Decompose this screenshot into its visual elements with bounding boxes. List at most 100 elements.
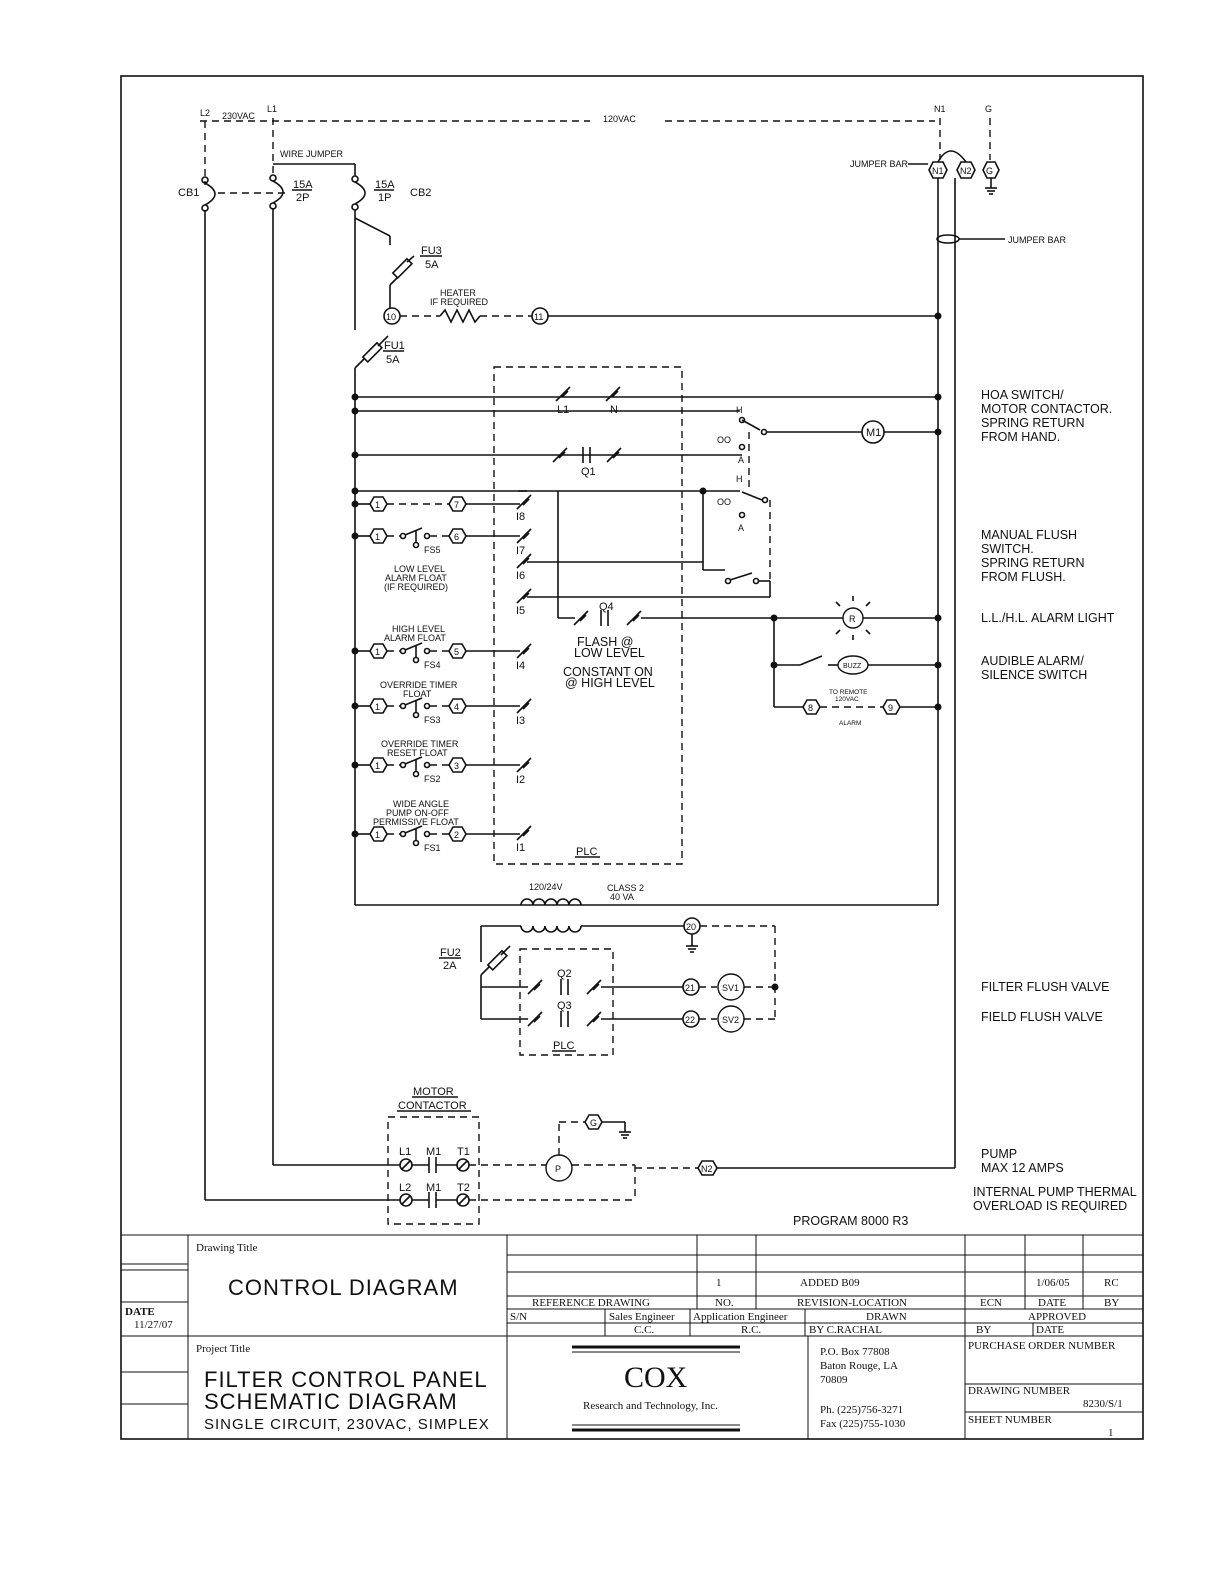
fu3-label: FU3 bbox=[421, 245, 442, 257]
plc-circuit: FU1 5A PLC L1 N H M1 OO A bbox=[351, 335, 942, 906]
drawing-number-label: DRAWING NUMBER bbox=[968, 1385, 1071, 1397]
sheet-number: 1 bbox=[1108, 1427, 1114, 1439]
mc-m1b-label: M1 bbox=[426, 1182, 441, 1194]
transformer-primary bbox=[520, 898, 582, 906]
pump-motor-label: P bbox=[555, 1164, 561, 1174]
supply-section: L2 230VAC L1 120VAC N1 G WIRE JUMPER CB1… bbox=[178, 104, 1067, 1200]
fu2-label: FU2 bbox=[440, 947, 461, 959]
project-line-2: SCHEMATIC DIAGRAM bbox=[204, 1389, 458, 1414]
terminal-20-label: 20 bbox=[686, 922, 696, 932]
ground-terminal bbox=[982, 161, 1000, 179]
po-label: PURCHASE ORDER NUMBER bbox=[968, 1340, 1116, 1352]
terminal-1-a-label: 1 bbox=[375, 500, 380, 510]
n1-terminal bbox=[928, 161, 948, 179]
approved-label: APPROVED bbox=[1028, 1311, 1086, 1323]
input-i1: I1 bbox=[516, 842, 525, 854]
q4-label: Q4 bbox=[599, 601, 614, 613]
plc-n-label: N bbox=[610, 404, 618, 416]
note-overload-1: INTERNAL PUMP THERMAL bbox=[973, 1185, 1137, 1199]
date-label: DATE bbox=[125, 1306, 155, 1318]
fs5-label: FS5 bbox=[424, 545, 441, 555]
project-line-3: SINGLE CIRCUIT, 230VAC, SIMPLEX bbox=[204, 1416, 490, 1433]
q2-label: Q2 bbox=[557, 968, 572, 980]
fs2-desc-1: OVERRIDE TIMER bbox=[381, 739, 459, 749]
transformer-secondary bbox=[520, 925, 582, 933]
flash-label-1: FLASH @ bbox=[577, 635, 633, 649]
note-manual-1: MANUAL FLUSH bbox=[981, 528, 1077, 542]
cb2-poles: 1P bbox=[378, 192, 391, 204]
n2-pump-label: N2 bbox=[701, 1164, 713, 1174]
terminal-4-label: 4 bbox=[454, 702, 459, 712]
ground-terminal-label: G bbox=[986, 166, 993, 176]
address-3: 70809 bbox=[820, 1374, 848, 1386]
sales-engineer-label: Sales Engineer bbox=[609, 1311, 675, 1323]
hoa-oo1: OO bbox=[717, 435, 731, 445]
drawing-border bbox=[120, 75, 1144, 1440]
phone: Ph. (225)756-3271 bbox=[820, 1404, 903, 1416]
app-engineer-label: Application Engineer bbox=[693, 1311, 788, 1323]
hdr-no: NO. bbox=[715, 1297, 734, 1309]
terminal-1-b-label: 1 bbox=[375, 532, 380, 542]
alarm-light-label: R bbox=[849, 614, 856, 624]
terminal-1-d-label: 1 bbox=[375, 702, 380, 712]
approved-by: BY bbox=[976, 1324, 991, 1336]
m1-coil-label: M1 bbox=[866, 427, 881, 439]
sv2-label: SV2 bbox=[722, 1015, 739, 1025]
app-engineer-value: R.C. bbox=[741, 1324, 761, 1336]
notes: HOA SWITCH/ MOTOR CONTACTOR. SPRING RETU… bbox=[793, 388, 1137, 1228]
mc-t1-label: T1 bbox=[457, 1146, 470, 1158]
motor-title-2: CONTACTOR bbox=[398, 1100, 467, 1112]
n2-terminal bbox=[956, 161, 976, 179]
terminal-6-label: 6 bbox=[454, 532, 459, 542]
sn-label: S/N bbox=[510, 1311, 527, 1323]
l2-label: L2 bbox=[200, 108, 210, 118]
note-overload-2: OVERLOAD IS REQUIRED bbox=[973, 1199, 1127, 1213]
sv1-label: SV1 bbox=[722, 983, 739, 993]
jumper-bar-label: JUMPER BAR bbox=[850, 159, 909, 169]
cb1-label: CB1 bbox=[178, 187, 199, 199]
transformer-ratio: 120/24V bbox=[529, 882, 563, 892]
terminal-2-label: 2 bbox=[454, 830, 459, 840]
cb2-label: CB2 bbox=[410, 187, 431, 199]
hoa-oo2: OO bbox=[717, 497, 731, 507]
drawing-title: CONTROL DIAGRAM bbox=[228, 1275, 459, 1300]
drawn-label: DRAWN bbox=[866, 1311, 907, 1323]
company-logo: COX bbox=[624, 1361, 688, 1394]
note-manual-3: SPRING RETURN bbox=[981, 556, 1084, 570]
fs4-desc-2: ALARM FLOAT bbox=[384, 633, 446, 643]
input-i2: I2 bbox=[516, 774, 525, 786]
terminal-5-label: 5 bbox=[454, 647, 459, 657]
remote-label-2: 120VAC bbox=[835, 696, 859, 703]
n1-terminal-label: N1 bbox=[932, 166, 944, 176]
note-manual-4: FROM FLUSH. bbox=[981, 570, 1066, 584]
fs2-desc-2: RESET FLOAT bbox=[387, 748, 448, 758]
valve-circuit: 120/24V CLASS 2 40 VA 20 FU2 2A PLC Q2 2… bbox=[439, 882, 779, 1056]
project-line-1: FILTER CONTROL PANEL bbox=[204, 1367, 488, 1392]
project-title-label: Project Title bbox=[196, 1343, 250, 1355]
terminal-1-c-label: 1 bbox=[375, 647, 380, 657]
hdr-date: DATE bbox=[1038, 1297, 1066, 1309]
l1-label: L1 bbox=[267, 104, 277, 114]
note-field: FIELD FLUSH VALVE bbox=[981, 1010, 1103, 1024]
cb1-rating: 15A bbox=[293, 179, 313, 191]
flash-label-2: LOW LEVEL bbox=[574, 646, 645, 660]
terminal-10-label: 10 bbox=[386, 312, 396, 322]
terminal-21-label: 21 bbox=[685, 983, 695, 993]
note-manual-2: SWITCH. bbox=[981, 542, 1034, 556]
heater-label: HEATER bbox=[440, 288, 476, 298]
fs1-label: FS1 bbox=[424, 843, 441, 853]
company-subtitle: Research and Technology, Inc. bbox=[583, 1400, 718, 1412]
input-i5: I5 bbox=[516, 605, 525, 617]
plc-label: PLC bbox=[576, 846, 597, 858]
heater-if-required: IF REQUIRED bbox=[430, 297, 489, 307]
date-value: 11/27/07 bbox=[134, 1319, 173, 1331]
mc-l1-label: L1 bbox=[399, 1146, 411, 1158]
sales-engineer-value: C.C. bbox=[634, 1324, 654, 1336]
hdr-revloc: REVISION-LOCATION bbox=[797, 1297, 907, 1309]
note-pump-2: MAX 12 AMPS bbox=[981, 1161, 1064, 1175]
terminal-22-label: 22 bbox=[685, 1015, 695, 1025]
hoa-h2: H bbox=[736, 474, 743, 484]
cb2-rating: 15A bbox=[375, 179, 395, 191]
terminal-1-f-label: 1 bbox=[375, 830, 380, 840]
